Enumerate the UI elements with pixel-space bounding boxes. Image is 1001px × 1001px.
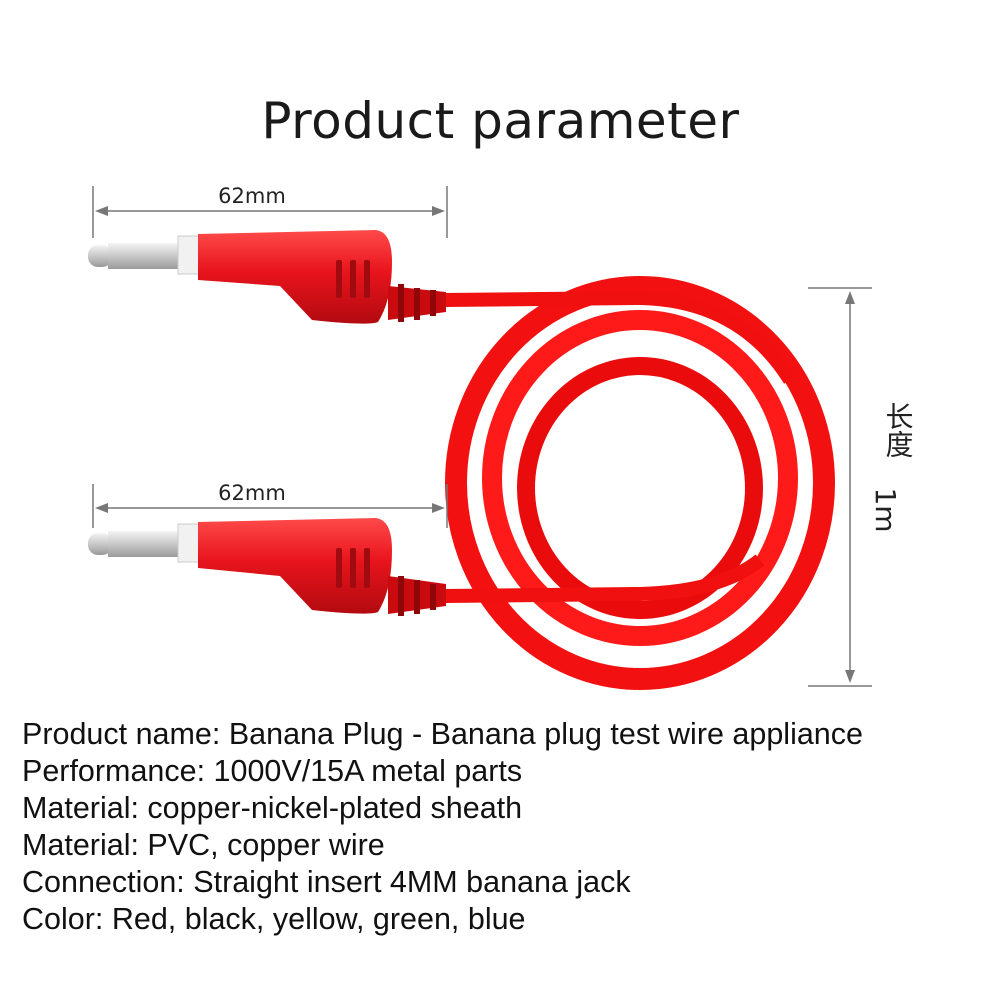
- page-title: Product parameter: [261, 92, 740, 150]
- length-label-cn: 长度: [882, 402, 915, 458]
- spec-connection: Connection: Straight insert 4MM banana j…: [22, 865, 631, 899]
- dimension-bottom: [92, 484, 448, 528]
- spec-material-wire: Material: PVC, copper wire: [22, 828, 385, 862]
- banana-plug-top: [88, 230, 446, 324]
- spec-color: Color: Red, black, yellow, green, blue: [22, 902, 526, 936]
- spec-material-sheath: Material: copper-nickel-plated sheath: [22, 791, 523, 825]
- product-diagram: 62mm 62mm 长度 1m: [88, 184, 915, 690]
- plug-tip: [88, 533, 112, 555]
- length-value: 1m: [869, 487, 902, 532]
- banana-plug-bottom: [88, 518, 446, 616]
- cable-coil: [444, 276, 835, 690]
- dimension-top: [92, 186, 448, 238]
- spec-product-name: Product name: Banana Plug - Banana plug …: [22, 717, 863, 751]
- dimension-label-bottom: 62mm: [218, 481, 286, 505]
- spec-list: Product name: Banana Plug - Banana plug …: [22, 716, 992, 938]
- plug-tip: [88, 245, 112, 267]
- dimension-label-top: 62mm: [218, 184, 286, 208]
- dimension-length: [808, 287, 872, 687]
- spec-performance: Performance: 1000V/15A metal parts: [22, 754, 523, 788]
